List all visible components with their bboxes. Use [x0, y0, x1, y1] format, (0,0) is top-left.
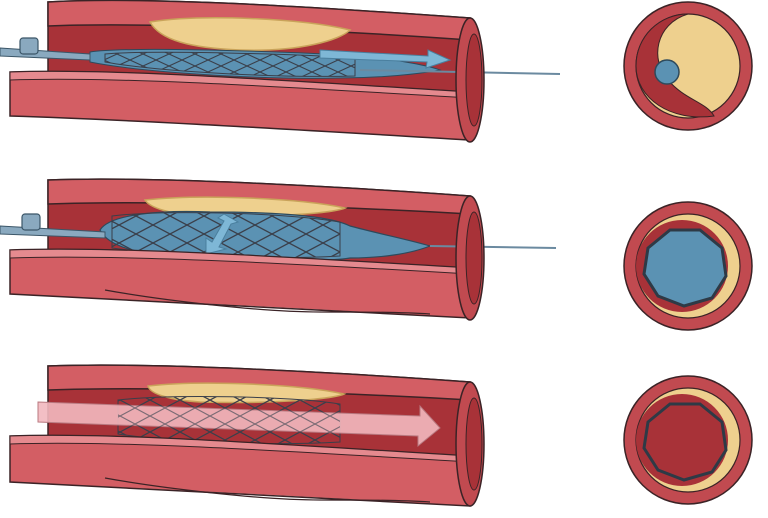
panel-1-catheter-insertion [0, 0, 753, 143]
cross-section-3 [623, 375, 753, 505]
stent-cross-section [642, 402, 728, 482]
plaque [148, 17, 352, 51]
catheter-hub [21, 213, 41, 231]
balloon-cross-section [642, 228, 728, 308]
panel-2-balloon-inflation [0, 178, 753, 331]
cross-section-1 [623, 1, 753, 131]
stent-front-struts [118, 396, 340, 444]
panel-3-stent-deployed [9, 364, 753, 507]
vessel-bulge-outline [104, 289, 431, 315]
vessel-bulge-outline [104, 477, 431, 503]
guidewire [429, 245, 557, 249]
stent-crimped [104, 51, 356, 77]
direction-arrow [319, 49, 452, 69]
vessel-lumen [465, 211, 483, 305]
catheter-hub [19, 37, 39, 55]
vessel-lumen [465, 33, 483, 127]
vessel-lumen [465, 397, 483, 491]
catheter-cross-section [654, 59, 680, 85]
cross-section-2 [623, 201, 753, 331]
